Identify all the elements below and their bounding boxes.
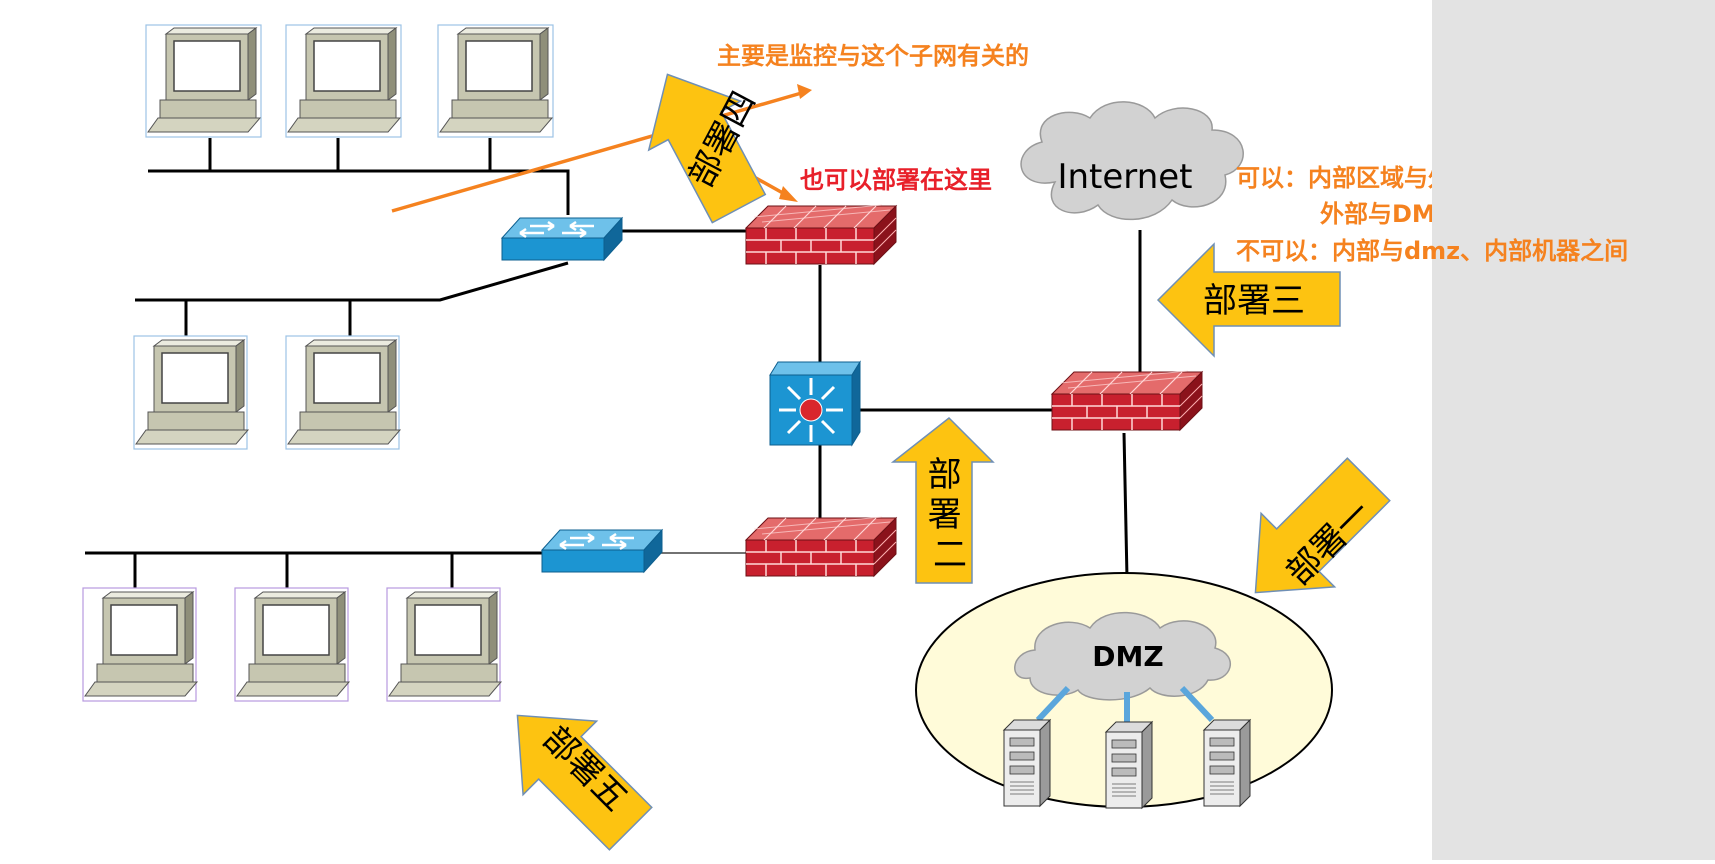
- internet-cloud: Internet: [1020, 101, 1244, 221]
- note-top: 主要是监控与这个子网有关的: [717, 42, 1029, 70]
- switch-top: [500, 216, 624, 262]
- deploy2-label: 部 署 二: [928, 455, 973, 575]
- deploy2-char-2: 署: [928, 495, 962, 535]
- router-icon: [769, 360, 861, 447]
- note-firewall: 也可以部署在这里: [800, 166, 992, 194]
- side-panel: [1432, 0, 1715, 860]
- deploy-arrow-4: 部署四: [647, 73, 767, 224]
- deploy-arrow-5: 部署五: [516, 714, 653, 851]
- deploy2-char-1: 部: [928, 455, 962, 495]
- network-cables: [85, 138, 1142, 588]
- cloud-icon: [1014, 611, 1232, 701]
- firewall-perimeter: [1051, 370, 1203, 431]
- computer-group-middle: [133, 335, 401, 450]
- computer-group-bottom: [82, 587, 502, 702]
- deploy3-label: 部署三: [1203, 281, 1305, 321]
- internet-label: Internet: [1057, 157, 1192, 197]
- deploy-arrow-2: 部 署 二: [890, 416, 995, 584]
- computer-group-top: [145, 24, 554, 138]
- firewall-bottom: [745, 516, 897, 577]
- dmz-zone: DMZ: [915, 572, 1333, 809]
- switch-bottom: [540, 528, 664, 574]
- deploy-arrow-3: 部署三: [1156, 242, 1341, 358]
- deploy2-char-3: 二: [933, 535, 967, 575]
- dmz-label: DMZ: [1092, 640, 1163, 673]
- note-can-line2: 外部与DMZ: [1320, 200, 1453, 228]
- firewall-top: [745, 204, 897, 265]
